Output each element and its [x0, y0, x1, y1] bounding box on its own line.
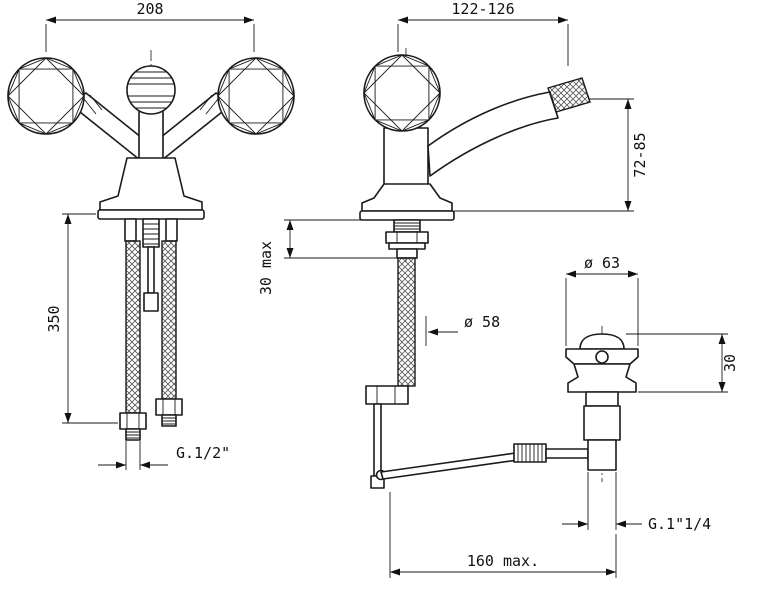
side-supply-hose: [397, 257, 416, 387]
threaded-stud: [142, 218, 160, 248]
dim-label-depth-max: 160 max.: [467, 552, 539, 570]
left-shank: [124, 218, 137, 242]
side-body-column: [383, 127, 429, 193]
right-hose-nut: [155, 398, 183, 427]
spout-aerator: [547, 77, 591, 113]
waste-body: [567, 363, 637, 393]
right-supply-hose: [161, 240, 177, 400]
front-view: [7, 50, 295, 441]
striped-cap: [126, 65, 176, 115]
waste-assembly: [565, 326, 639, 482]
dim-label-spout-height: 72-85: [631, 132, 649, 177]
side-shank-stack: [385, 219, 429, 259]
dim-label-waste-height: 30: [721, 354, 739, 372]
dimensions: 208 122-126 72-85 350 30 max ø 58 ø 63 3…: [45, 0, 739, 578]
dim-label-waste-thread: G.1"1/4: [648, 515, 711, 533]
crystal-handle-right: [217, 57, 295, 135]
overflow-hole: [595, 350, 609, 364]
spout: [427, 91, 559, 177]
waste-neck: [585, 391, 619, 407]
arm-collars: [83, 94, 219, 115]
crystal-handle-left: [7, 57, 85, 135]
dim-label-waste-dia: ø 63: [584, 254, 620, 272]
side-view: [359, 48, 591, 489]
waste-tail-upper: [583, 405, 621, 441]
left-hose-nut: [119, 412, 147, 441]
right-shank: [165, 218, 178, 242]
front-body-bell: [99, 157, 203, 211]
dim-label-supply-thread: G.1/2": [176, 444, 230, 462]
popup-rod-front: [147, 246, 155, 294]
crystal-handle-side: [363, 54, 441, 132]
dim-label-overall-width: 208: [136, 0, 163, 18]
side-base-plate: [359, 210, 455, 221]
dim-label-deck-thickness: 30 max: [257, 241, 275, 295]
dim-label-depth-range: 122-126: [451, 0, 514, 18]
waste-cap: [579, 333, 625, 350]
dim-label-base-dia: ø 58: [464, 313, 500, 331]
popup-linkage: [365, 385, 589, 489]
popup-rod-block: [143, 292, 159, 312]
dim-label-hose-length: 350: [45, 305, 63, 332]
waste-tail-lower: [587, 439, 617, 471]
front-base-plate: [97, 209, 205, 220]
left-supply-hose: [125, 240, 141, 414]
side-body-bell: [361, 183, 453, 212]
